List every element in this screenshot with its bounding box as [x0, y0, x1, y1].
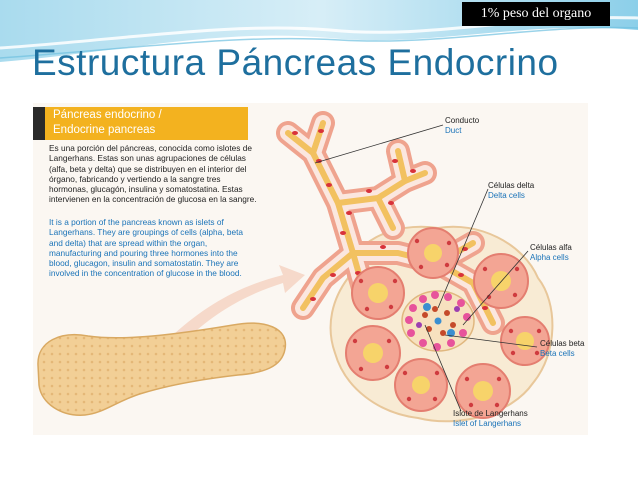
label-alpha-en: Alpha cells — [530, 252, 569, 262]
label-beta-en: Beta cells — [540, 348, 575, 358]
label-alpha-cells: Células alfa Alpha cells — [530, 243, 572, 262]
label-islet-es: Islote de Langerhans — [453, 409, 528, 418]
figure-header: Páncreas endocrino / Endocrine pancreas — [33, 107, 248, 140]
label-delta-es: Células delta — [488, 181, 535, 190]
label-duct-en: Duct — [445, 125, 462, 135]
label-islet: Islote de Langerhans Islet of Langerhans — [453, 409, 528, 428]
header-title-en: Endocrine pancreas — [53, 124, 156, 136]
label-delta-en: Delta cells — [488, 190, 525, 200]
label-delta-cells: Células delta Delta cells — [488, 181, 534, 200]
organ-weight-badge: 1% peso del organo — [462, 2, 610, 26]
pancreas-diagram — [37, 111, 554, 423]
zoom-arrow — [173, 265, 305, 343]
label-islet-en: Islet of Langerhans — [453, 418, 522, 428]
label-beta-es: Células beta — [540, 339, 585, 348]
leader-lines — [314, 124, 538, 412]
duct-cell-nuclei — [292, 129, 488, 310]
islet-of-langerhans — [401, 290, 475, 352]
label-duct: Conducto Duct — [445, 116, 479, 135]
pancreas-illustration: Páncreas endocrino / Endocrine pancreas … — [33, 103, 588, 435]
header-title-es: Páncreas endocrino / — [53, 109, 162, 121]
slide-title: Estructura Páncreas Endocrino — [32, 42, 559, 83]
label-duct-es: Conducto — [445, 116, 480, 125]
acini — [345, 227, 550, 419]
label-alpha-es: Células alfa — [530, 243, 572, 252]
pancreas-organ — [37, 322, 287, 416]
acinar-nuclei — [352, 238, 542, 408]
label-beta-cells: Células beta Beta cells — [540, 339, 584, 358]
header-accent-bar — [33, 107, 45, 140]
description-en: It is a portion of the pancreas known as… — [49, 217, 244, 279]
description-es: Es una porción del páncreas, conocida co… — [49, 143, 257, 205]
